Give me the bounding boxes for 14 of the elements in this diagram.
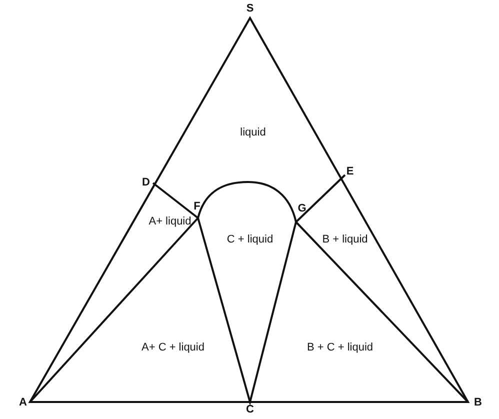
region-label: A+ liquid (148, 216, 192, 228)
vertex-label: B (474, 398, 482, 408)
point-label: D (142, 178, 150, 188)
region-label: B + C + liquid (306, 342, 374, 354)
vertex-label: C (246, 404, 254, 416)
region-label: B + liquid (322, 234, 368, 246)
point-label: E (346, 166, 354, 178)
vertex-label: S (246, 4, 254, 14)
region-label: A+ C + liquid (142, 342, 204, 354)
vertex-label: A (19, 398, 27, 408)
point-label: G (298, 204, 306, 214)
region-label: liquid (240, 128, 266, 138)
point-label: F (194, 202, 200, 212)
region-label: C + liquid (226, 234, 274, 246)
